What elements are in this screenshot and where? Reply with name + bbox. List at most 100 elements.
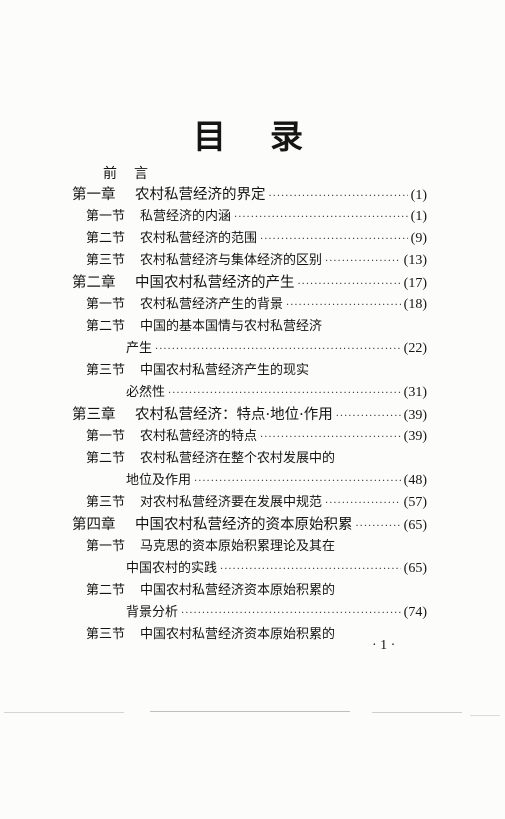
toc-section-3-2[interactable]: 第二节 农村私营经济在整个农村发展中的 — [72, 448, 427, 470]
toc-section-1-2[interactable]: 第二节 农村私营经济的范围 (9) — [72, 228, 427, 250]
chapter-number: 第一章 — [72, 187, 116, 203]
page-number: (57) — [403, 495, 427, 510]
dot-leader — [286, 295, 401, 317]
toc-section-3-2-cont[interactable]: 地位及作用 (48) — [72, 470, 427, 492]
preface-char-1: 前 — [103, 166, 117, 182]
page-number: (39) — [403, 408, 427, 423]
chapter-number: 第三章 — [72, 407, 116, 423]
section-title: 中国的基本国情与农村私营经济 — [140, 319, 323, 334]
dot-leader — [336, 406, 401, 428]
toc-section-2-3-cont[interactable]: 必然性 (31) — [72, 382, 427, 404]
chapter-title: 农村私营经济的界定 — [135, 187, 266, 203]
section-title-cont: 中国农村的实践 — [126, 561, 218, 576]
page-folio: · 1 · — [372, 638, 396, 653]
page-number: (48) — [403, 473, 427, 488]
preface-char-2: 言 — [134, 166, 148, 182]
toc-section-2-2[interactable]: 第二节 中国的基本国情与农村私营经济 — [72, 316, 427, 338]
section-number: 第三节 — [86, 495, 126, 510]
toc-section-2-3[interactable]: 第三节 中国农村私营经济产生的现实 — [72, 360, 427, 382]
toc-preface: 前 言 — [72, 164, 427, 184]
section-title-cont: 产生 — [126, 341, 153, 356]
section-number: 第一节 — [86, 209, 126, 224]
toc-chapter-3[interactable]: 第三章 农村私营经济：特点·地位·作用 (39) — [72, 404, 427, 426]
toc-section-4-2-cont[interactable]: 背景分析 (74) — [72, 602, 427, 624]
page-number: (74) — [403, 605, 427, 620]
title-char-1: 目 — [193, 117, 226, 156]
dot-leader — [298, 274, 401, 296]
toc-section-4-3[interactable]: 第三节 中国农村私营经济资本原始积累的 — [72, 624, 427, 646]
section-title: 农村私营经济产生的背景 — [140, 297, 284, 312]
section-title: 农村私营经济与集体经济的区别 — [140, 253, 323, 268]
section-title: 中国农村私营经济产生的现实 — [140, 363, 310, 378]
page-title: 目 录 — [0, 112, 505, 162]
section-title-cont: 必然性 — [126, 385, 166, 400]
dot-leader — [325, 493, 401, 515]
toc-section-1-3[interactable]: 第三节 农村私营经济与集体经济的区别 (13) — [72, 250, 427, 272]
section-number: 第二节 — [86, 231, 126, 246]
section-title: 私营经济的内涵 — [140, 209, 232, 224]
dot-leader — [234, 207, 408, 229]
toc-section-4-2[interactable]: 第二节 中国农村私营经济资本原始积累的 — [72, 580, 427, 602]
toc-section-3-1[interactable]: 第一节 农村私营经济的特点 (39) — [72, 426, 427, 448]
section-number: 第二节 — [86, 319, 126, 334]
page-number: (1) — [410, 209, 427, 224]
section-number: 第二节 — [86, 451, 126, 466]
dot-leader — [168, 383, 401, 405]
dot-leader — [155, 339, 401, 361]
scan-artifact-line — [470, 715, 500, 716]
toc-section-2-1[interactable]: 第一节 农村私营经济产生的背景 (18) — [72, 294, 427, 316]
page-number: (1) — [410, 188, 427, 203]
chapter-title: 中国农村私营经济的产生 — [135, 275, 295, 291]
section-title: 农村私营经济在整个农村发展中的 — [140, 451, 336, 466]
scan-artifact-line — [4, 712, 124, 713]
section-number: 第三节 — [86, 253, 126, 268]
section-number: 第三节 — [86, 363, 126, 378]
section-title-cont: 背景分析 — [126, 605, 179, 620]
dot-leader — [269, 186, 408, 208]
section-title: 农村私营经济的特点 — [140, 429, 258, 444]
toc-chapter-4[interactable]: 第四章 中国农村私营经济的资本原始积累 (65) — [72, 514, 427, 536]
page-number: (13) — [403, 253, 427, 268]
page-number: (65) — [403, 561, 427, 576]
page-number: (39) — [403, 429, 427, 444]
page-number: (65) — [403, 518, 427, 533]
page-number: (17) — [403, 276, 427, 291]
dot-leader — [220, 559, 401, 581]
dot-leader — [194, 471, 401, 493]
section-title: 马克思的资本原始积累理论及其在 — [140, 539, 336, 554]
dot-leader — [260, 427, 401, 449]
dot-leader — [325, 251, 401, 273]
title-char-2: 录 — [270, 117, 303, 156]
chapter-title: 中国农村私营经济的资本原始积累 — [135, 517, 353, 533]
toc-section-3-3[interactable]: 第三节 对农村私营经济要在发展中规范 (57) — [72, 492, 427, 514]
section-title-cont: 地位及作用 — [126, 473, 192, 488]
toc-section-4-1[interactable]: 第一节 马克思的资本原始积累理论及其在 — [72, 536, 427, 558]
toc-chapter-2[interactable]: 第二章 中国农村私营经济的产生 (17) — [72, 272, 427, 294]
section-title: 对农村私营经济要在发展中规范 — [140, 495, 323, 510]
dot-leader — [181, 603, 401, 625]
scan-artifact-line — [150, 711, 350, 712]
section-number: 第一节 — [86, 429, 126, 444]
section-number: 第一节 — [86, 297, 126, 312]
dot-leader — [356, 516, 401, 538]
section-title: 中国农村私营经济资本原始积累的 — [140, 583, 336, 598]
table-of-contents: 前 言 第一章 农村私营经济的界定 (1) 第一节 私营经济的内涵 (1) 第二… — [72, 164, 427, 646]
toc-section-4-1-cont[interactable]: 中国农村的实践 (65) — [72, 558, 427, 580]
chapter-title: 农村私营经济：特点·地位·作用 — [135, 407, 333, 423]
section-title: 农村私营经济的范围 — [140, 231, 258, 246]
page-number: (9) — [410, 231, 427, 246]
chapter-number: 第二章 — [72, 275, 116, 291]
scan-artifact-line — [372, 712, 462, 713]
chapter-number: 第四章 — [72, 517, 116, 533]
page-number: (31) — [403, 385, 427, 400]
section-title: 中国农村私营经济资本原始积累的 — [140, 627, 336, 642]
section-number: 第一节 — [86, 539, 126, 554]
section-number: 第二节 — [86, 583, 126, 598]
toc-chapter-1[interactable]: 第一章 农村私营经济的界定 (1) — [72, 184, 427, 206]
toc-section-1-1[interactable]: 第一节 私营经济的内涵 (1) — [72, 206, 427, 228]
page-number: (18) — [403, 297, 427, 312]
toc-section-2-2-cont[interactable]: 产生 (22) — [72, 338, 427, 360]
page-number: (22) — [403, 341, 427, 356]
dot-leader — [260, 229, 408, 251]
section-number: 第三节 — [86, 627, 126, 642]
